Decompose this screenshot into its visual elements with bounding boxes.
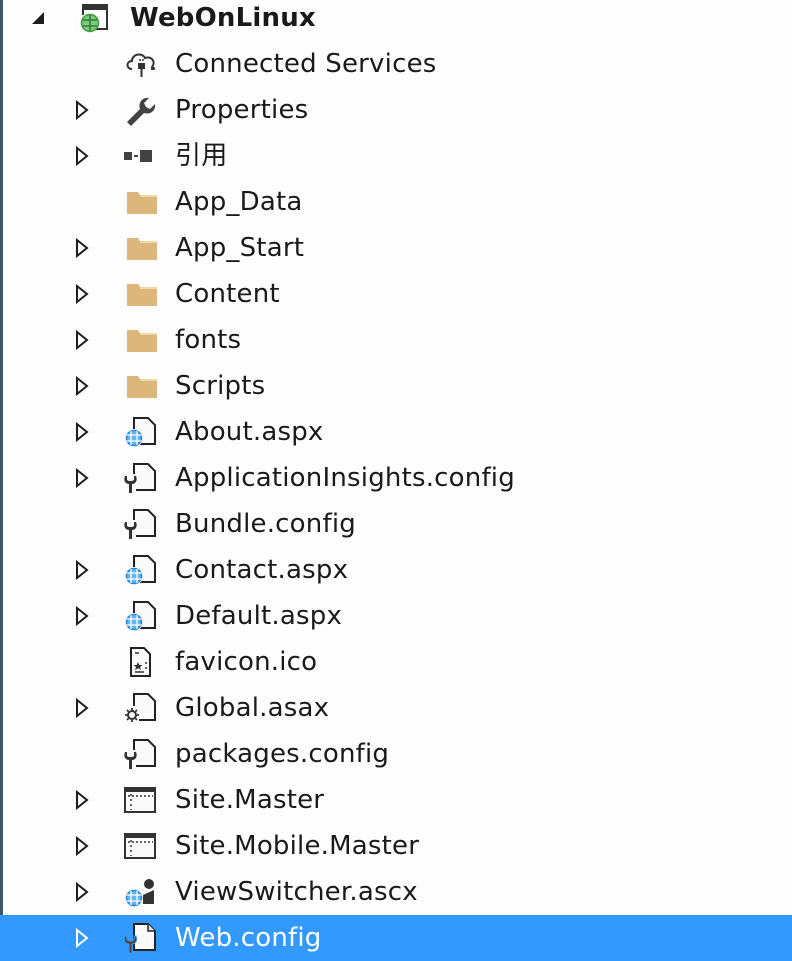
collapsed-triangle-icon[interactable] — [74, 697, 90, 719]
web-project-icon — [76, 3, 112, 33]
tree-item-about-aspx[interactable]: About.aspx — [0, 409, 792, 455]
tree-item-label: Web.config — [175, 923, 322, 953]
collapsed-triangle-icon[interactable] — [74, 99, 90, 121]
collapsed-triangle-icon[interactable] — [74, 145, 90, 167]
tree-item-label: App_Data — [175, 187, 303, 217]
folder-icon — [124, 371, 160, 401]
tree-item-label: Bundle.config — [175, 509, 356, 539]
tree-item-viewswitcher-ascx[interactable]: ViewSwitcher.ascx — [0, 869, 792, 915]
wrench-icon — [122, 95, 158, 126]
collapsed-triangle-icon[interactable] — [74, 835, 90, 857]
tree-item-site-mobile-master[interactable]: Site.Mobile.Master — [0, 823, 792, 869]
tree-item-contact-aspx[interactable]: Contact.aspx — [0, 547, 792, 593]
tree-item-label: Scripts — [175, 371, 266, 401]
tree-item-label: Connected Services — [175, 49, 437, 79]
expanded-triangle-icon[interactable] — [30, 7, 46, 29]
folder-icon — [124, 187, 160, 217]
collapsed-triangle-icon[interactable] — [74, 237, 90, 259]
tree-item-content[interactable]: Content — [0, 271, 792, 317]
tree-item-favicon-ico[interactable]: favicon.ico — [0, 639, 792, 685]
aspx-file-icon — [122, 555, 158, 585]
tree-item-properties[interactable]: Properties — [0, 87, 792, 133]
tree-item-label: Properties — [175, 95, 309, 125]
tree-item-label: fonts — [175, 325, 242, 355]
tree-item-bundle-config[interactable]: Bundle.config — [0, 501, 792, 547]
folder-icon — [124, 279, 160, 309]
tree-item-site-master[interactable]: Site.Master — [0, 777, 792, 823]
tree-item-label: App_Start — [175, 233, 305, 263]
tree-item-app-data[interactable]: App_Data — [0, 179, 792, 225]
collapsed-triangle-icon[interactable] — [74, 605, 90, 627]
collapsed-triangle-icon[interactable] — [74, 881, 90, 903]
tree-item-label: About.aspx — [175, 417, 324, 447]
folder-icon — [124, 325, 160, 355]
tree-item-default-aspx[interactable]: Default.aspx — [0, 593, 792, 639]
tree-item-label: favicon.ico — [175, 647, 318, 677]
tree-item-label: packages.config — [175, 739, 390, 769]
tree-item-label: Site.Master — [175, 785, 325, 815]
aspx-file-icon — [122, 417, 158, 447]
aspx-file-icon — [122, 601, 158, 631]
collapsed-triangle-icon[interactable] — [74, 283, 90, 305]
references-icon — [122, 141, 158, 171]
collapsed-triangle-icon[interactable] — [74, 927, 90, 949]
tree-item-references[interactable]: 引用 — [0, 133, 792, 179]
tree-item-label: ApplicationInsights.config — [175, 463, 515, 493]
master-page-icon — [122, 785, 158, 815]
collapsed-triangle-icon[interactable] — [74, 421, 90, 443]
asax-file-icon — [122, 693, 158, 724]
config-file-icon — [122, 923, 158, 954]
collapsed-triangle-icon[interactable] — [74, 789, 90, 811]
collapsed-triangle-icon[interactable] — [74, 467, 90, 489]
user-control-icon — [122, 877, 158, 907]
tree-item-global-asax[interactable]: Global.asax — [0, 685, 792, 731]
window-left-border — [0, 0, 3, 954]
collapsed-triangle-icon[interactable] — [74, 329, 90, 351]
tree-item-label: Contact.aspx — [175, 555, 349, 585]
folder-icon — [124, 233, 160, 263]
collapsed-triangle-icon[interactable] — [74, 375, 90, 397]
master-page-icon — [122, 831, 158, 861]
tree-item-label: ViewSwitcher.ascx — [175, 877, 418, 907]
tree-item-label: Site.Mobile.Master — [175, 831, 420, 861]
tree-item-project[interactable]: WebOnLinux — [0, 0, 792, 41]
tree-item-label: Default.aspx — [175, 601, 343, 631]
config-file-icon — [122, 509, 158, 540]
config-file-icon — [122, 463, 158, 494]
tree-item-applicationinsights-config[interactable]: ApplicationInsights.config — [0, 455, 792, 501]
tree-item-web-config[interactable]: Web.config — [0, 915, 792, 961]
ico-file-icon — [122, 647, 158, 677]
collapsed-triangle-icon[interactable] — [74, 559, 90, 581]
config-file-icon — [122, 739, 158, 770]
tree-item-app-start[interactable]: App_Start — [0, 225, 792, 271]
tree-item-label: Global.asax — [175, 693, 330, 723]
tree-item-label: 引用 — [175, 141, 228, 171]
connected-services-icon — [124, 49, 160, 79]
project-name: WebOnLinux — [130, 3, 316, 33]
tree-item-scripts[interactable]: Scripts — [0, 363, 792, 409]
tree-item-fonts[interactable]: fonts — [0, 317, 792, 363]
tree-item-connected-services[interactable]: Connected Services — [0, 41, 792, 87]
tree-item-label: Content — [175, 279, 280, 309]
tree-item-packages-config[interactable]: packages.config — [0, 731, 792, 777]
